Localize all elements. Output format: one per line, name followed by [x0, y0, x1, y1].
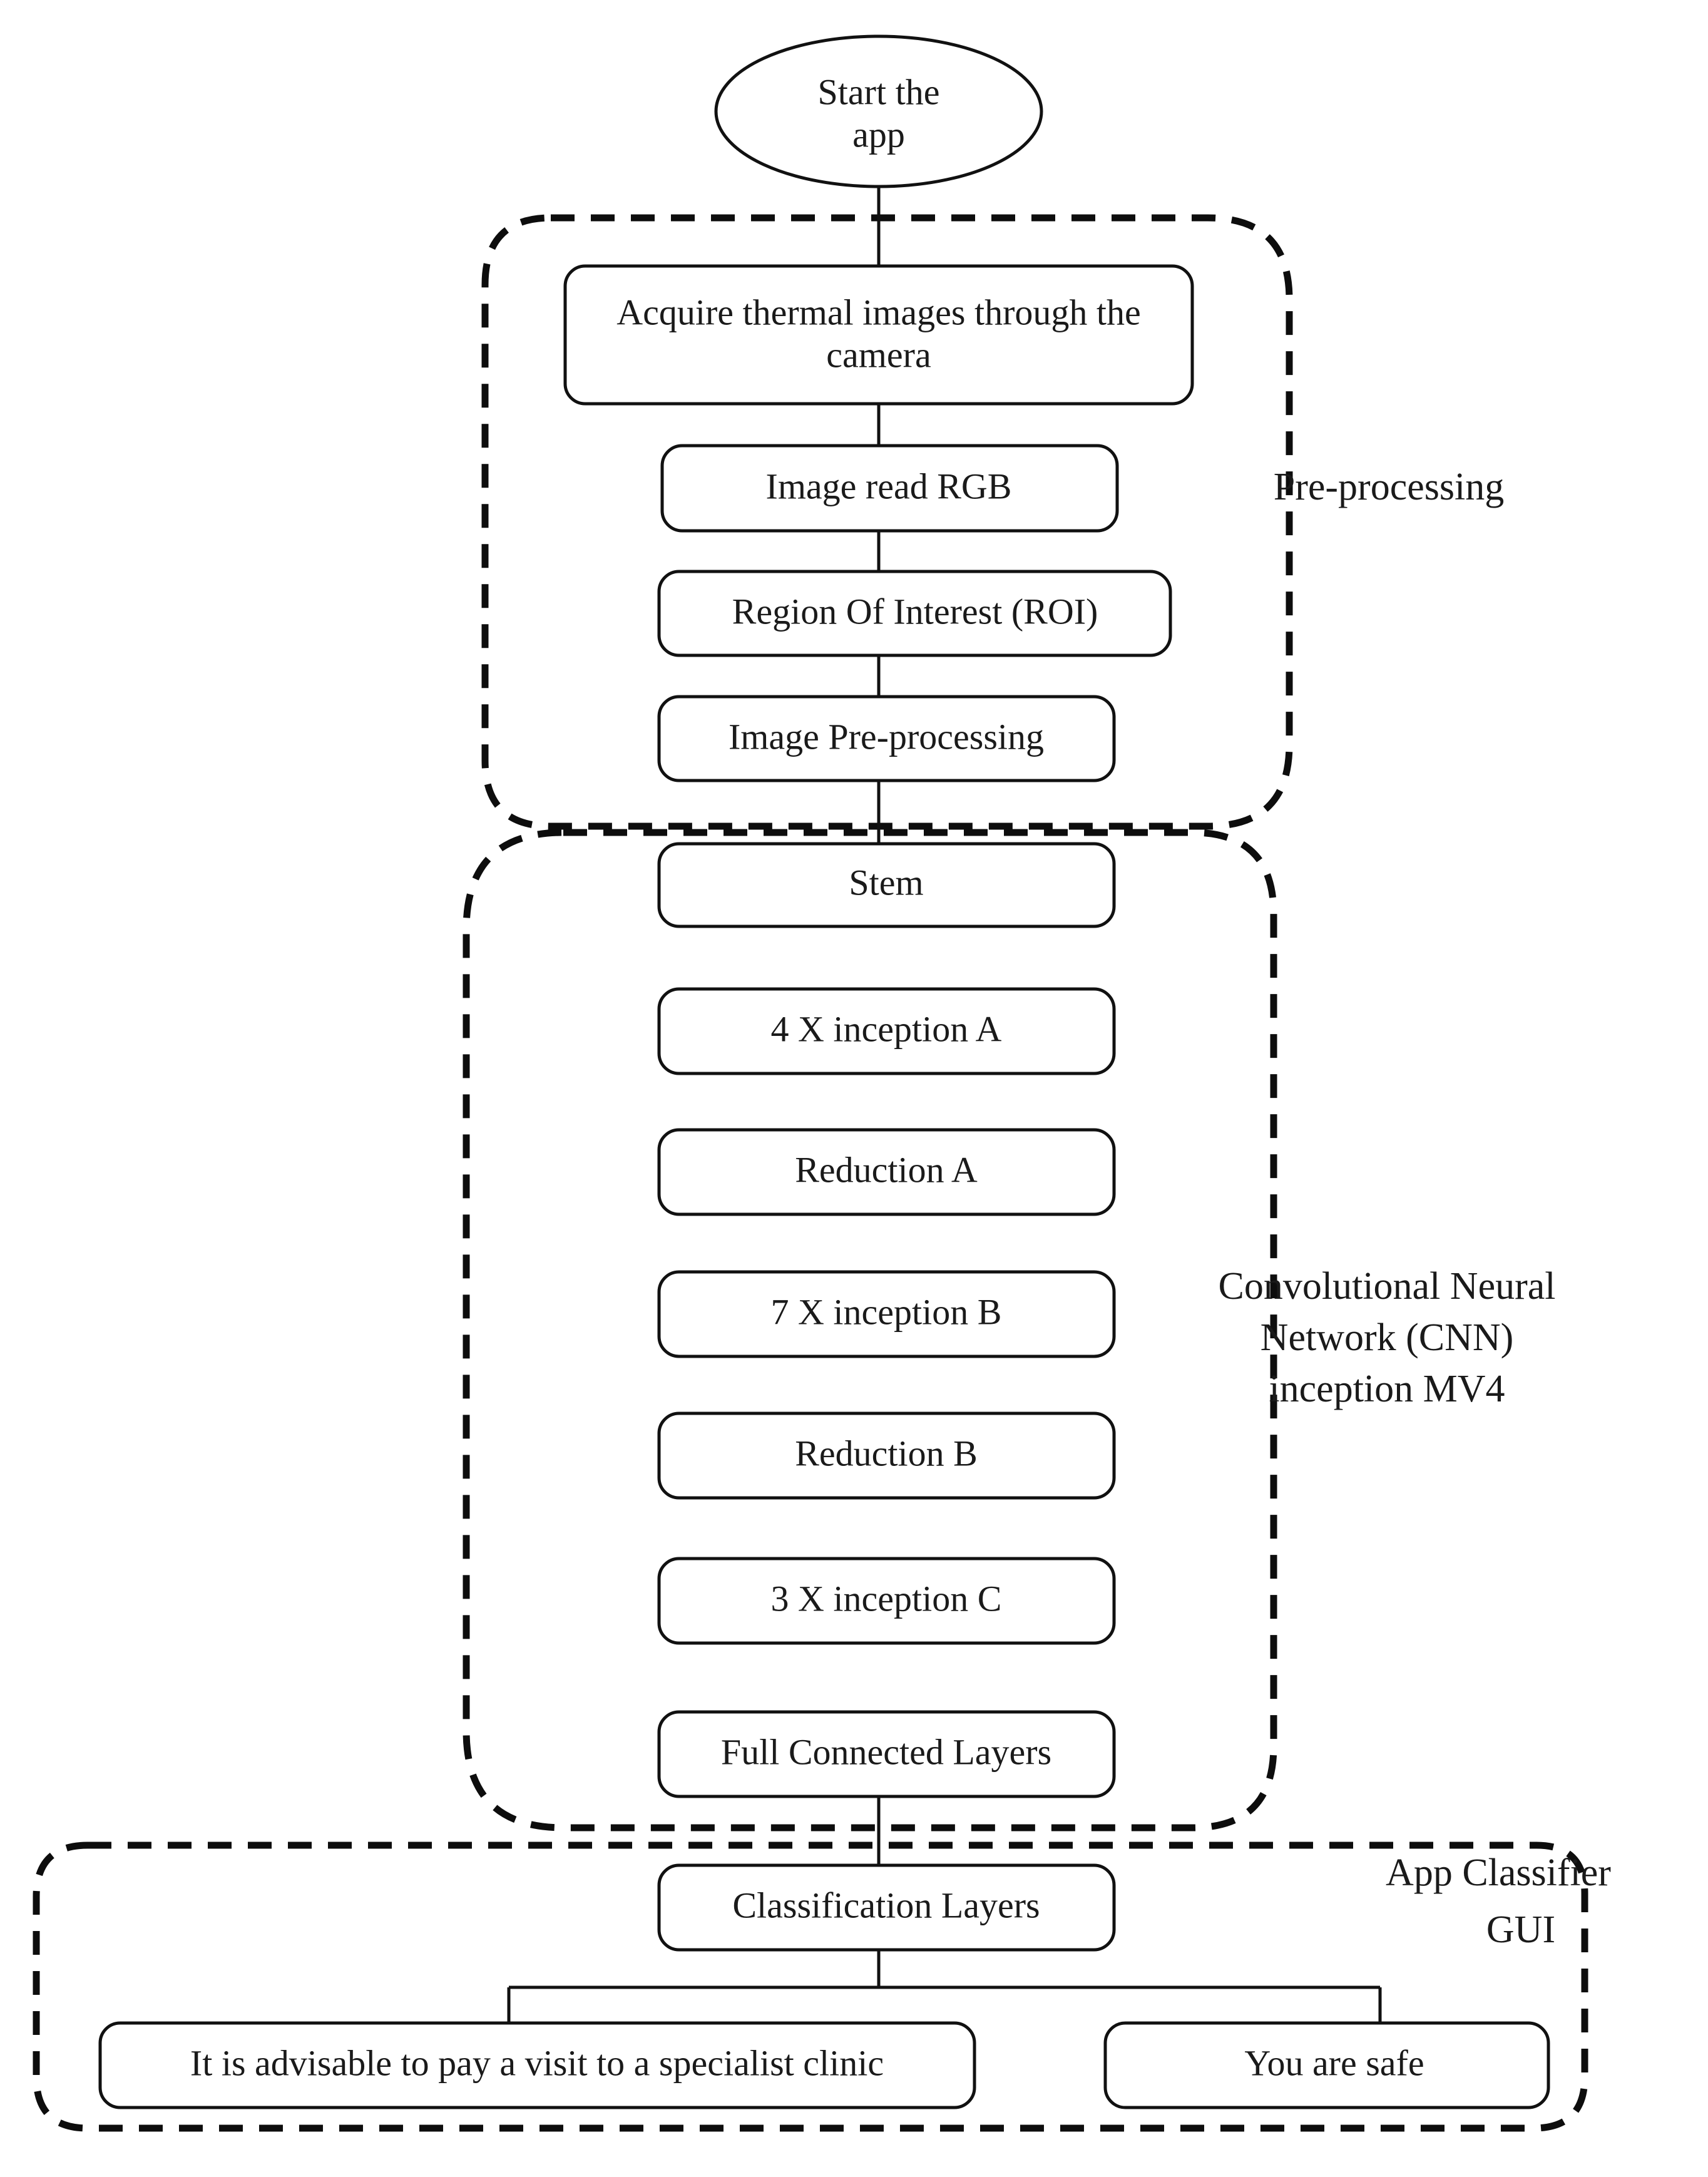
node-stem-label: Stem [849, 862, 923, 903]
start-node[interactable]: Start the app [714, 34, 1043, 188]
group-label-cnn-line2: Network (CNN) [1261, 1316, 1514, 1359]
node-reduction-b-label: Reduction B [795, 1433, 978, 1473]
group-label-cnn: Convolutional Neural Network (CNN) incep… [1219, 1265, 1556, 1410]
node-roi-label: Region Of Interest (ROI) [732, 591, 1098, 632]
node-inception-b-label: 7 X inception B [771, 1291, 1002, 1332]
node-outcome-clinic[interactable]: It is advisable to pay a visit to a spec… [98, 2021, 976, 2109]
group-label-cnn-line3: inception MV4 [1269, 1368, 1505, 1410]
node-full-connected-layers-shape[interactable] [657, 1710, 1116, 1798]
group-label-app-classifier-gui-line2: GUI [1486, 1908, 1555, 1951]
node-roi-shape[interactable] [657, 570, 1172, 657]
group-label-app-classifier-gui-line1: App Classifier [1386, 1852, 1611, 1894]
node-acquire-shape[interactable] [563, 264, 1194, 406]
node-outcome-safe[interactable]: You are safe [1103, 2021, 1550, 2109]
group-label-pre-processing: Pre-processing [1274, 466, 1504, 508]
node-image-read-rgb[interactable]: Image read RGB [660, 444, 1119, 533]
node-outcome-safe-shape[interactable] [1103, 2021, 1550, 2109]
group-boundary-pre-processing [481, 214, 1293, 830]
node-inception-c-shape[interactable] [657, 1557, 1116, 1645]
node-outcome-safe-label: You are safe [1244, 2042, 1424, 2083]
node-image-pre-processing-shape[interactable] [657, 695, 1116, 782]
node-inception-b-shape[interactable] [657, 1270, 1116, 1358]
node-classification-layers[interactable]: Classification Layers [657, 1863, 1116, 1952]
group-label-cnn-line1: Convolutional Neural [1219, 1265, 1556, 1308]
group-boundary-app-classifier-gui [33, 1841, 1588, 2132]
node-acquire[interactable]: Acquire thermal images through the camer… [563, 264, 1194, 406]
node-image-read-rgb-shape[interactable] [660, 444, 1119, 533]
node-inception-c-label: 3 X inception C [771, 1578, 1002, 1619]
node-inception-a[interactable]: 4 X inception A [657, 987, 1116, 1075]
node-reduction-a-shape[interactable] [657, 1128, 1116, 1216]
start-node-label-line2: app [852, 114, 905, 155]
node-reduction-a-label: Reduction A [795, 1149, 978, 1190]
node-inception-a-shape[interactable] [657, 987, 1116, 1075]
group-label-pre-processing-line1: Pre-processing [1274, 466, 1504, 508]
group-boundaries [33, 214, 1588, 2132]
node-full-connected-layers[interactable]: Full Connected Layers [657, 1710, 1116, 1798]
node-classification-layers-label: Classification Layers [732, 1885, 1040, 1925]
node-inception-b[interactable]: 7 X inception B [657, 1270, 1116, 1358]
node-roi[interactable]: Region Of Interest (ROI) [657, 570, 1172, 657]
group-label-app-classifier-gui: App Classifier GUI [1386, 1852, 1611, 1951]
node-classification-layers-shape[interactable] [657, 1863, 1116, 1952]
node-acquire-label-line1: Acquire thermal images through the [616, 292, 1141, 332]
node-inception-a-label: 4 X inception A [771, 1008, 1002, 1049]
node-reduction-b-shape[interactable] [657, 1411, 1116, 1500]
node-reduction-b[interactable]: Reduction B [657, 1411, 1116, 1500]
node-outcome-clinic-label: It is advisable to pay a visit to a spec… [190, 2042, 884, 2083]
node-inception-c[interactable]: 3 X inception C [657, 1557, 1116, 1645]
node-image-pre-processing-label: Image Pre-processing [729, 716, 1044, 757]
start-node-shape[interactable] [714, 34, 1043, 188]
node-stem-shape[interactable] [657, 842, 1116, 928]
start-node-label-line1: Start the [818, 71, 940, 112]
node-full-connected-layers-label: Full Connected Layers [721, 1731, 1051, 1772]
node-outcome-clinic-shape[interactable] [98, 2021, 976, 2109]
node-acquire-label-line2: camera [826, 334, 931, 375]
node-image-pre-processing[interactable]: Image Pre-processing [657, 695, 1116, 782]
node-image-read-rgb-label: Image read RGB [766, 466, 1012, 506]
node-reduction-a[interactable]: Reduction A [657, 1128, 1116, 1216]
node-stem[interactable]: Stem [657, 842, 1116, 928]
connectors [507, 186, 1382, 2023]
